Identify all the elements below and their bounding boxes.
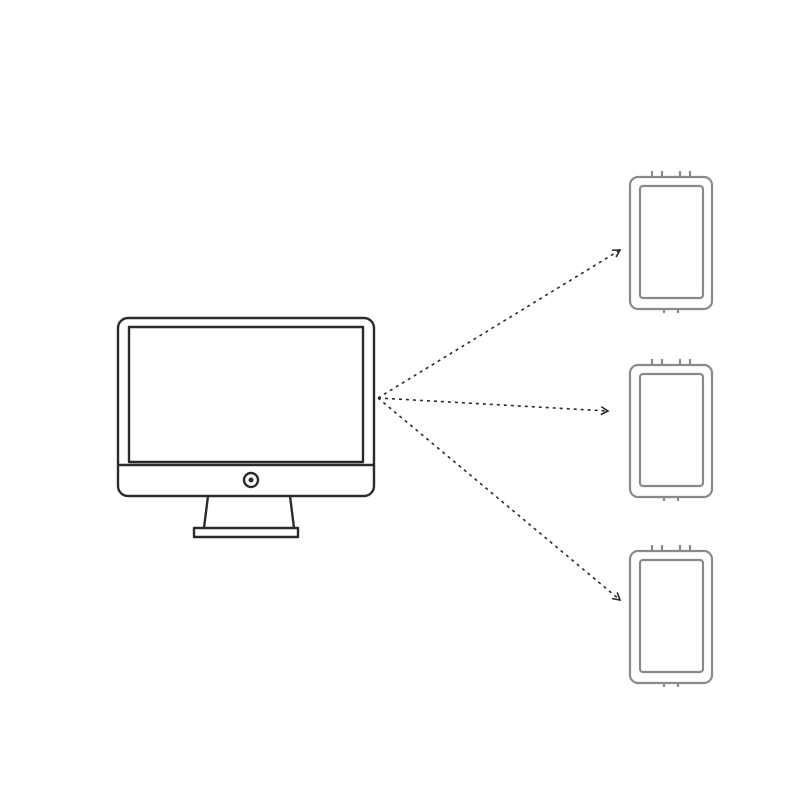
monitor-stand-neck bbox=[202, 495, 296, 529]
tablet-body bbox=[628, 175, 714, 311]
monitor-bezel bbox=[116, 316, 376, 498]
tablet-screen bbox=[638, 184, 705, 300]
desktop-monitor-icon bbox=[116, 316, 376, 539]
connection-arrow-top bbox=[377, 249, 622, 399]
power-button-icon bbox=[242, 471, 260, 489]
connection-arrow-middle bbox=[377, 397, 610, 416]
power-button-dot bbox=[248, 477, 254, 483]
tablet-body bbox=[628, 549, 714, 685]
tablet-top-connectors bbox=[650, 359, 692, 365]
tablet-top-connectors bbox=[650, 171, 692, 177]
connections bbox=[377, 249, 622, 602]
tablet-device-icon bbox=[628, 359, 714, 501]
target-devices bbox=[628, 171, 714, 687]
tablet-screen bbox=[638, 372, 705, 488]
tablet-bottom-connectors bbox=[662, 683, 680, 687]
tablet-bottom-connectors bbox=[662, 309, 680, 313]
tablet-top-connectors bbox=[650, 545, 692, 551]
tablet-body bbox=[628, 363, 714, 499]
tablet-device-icon bbox=[628, 171, 714, 313]
tablet-device-icon bbox=[628, 545, 714, 687]
monitor-screen bbox=[127, 325, 365, 464]
tablet-screen bbox=[638, 558, 705, 674]
tablet-bottom-connectors bbox=[662, 497, 680, 501]
connection-arrow-bottom bbox=[377, 397, 622, 602]
monitor-stand-base bbox=[192, 526, 300, 539]
